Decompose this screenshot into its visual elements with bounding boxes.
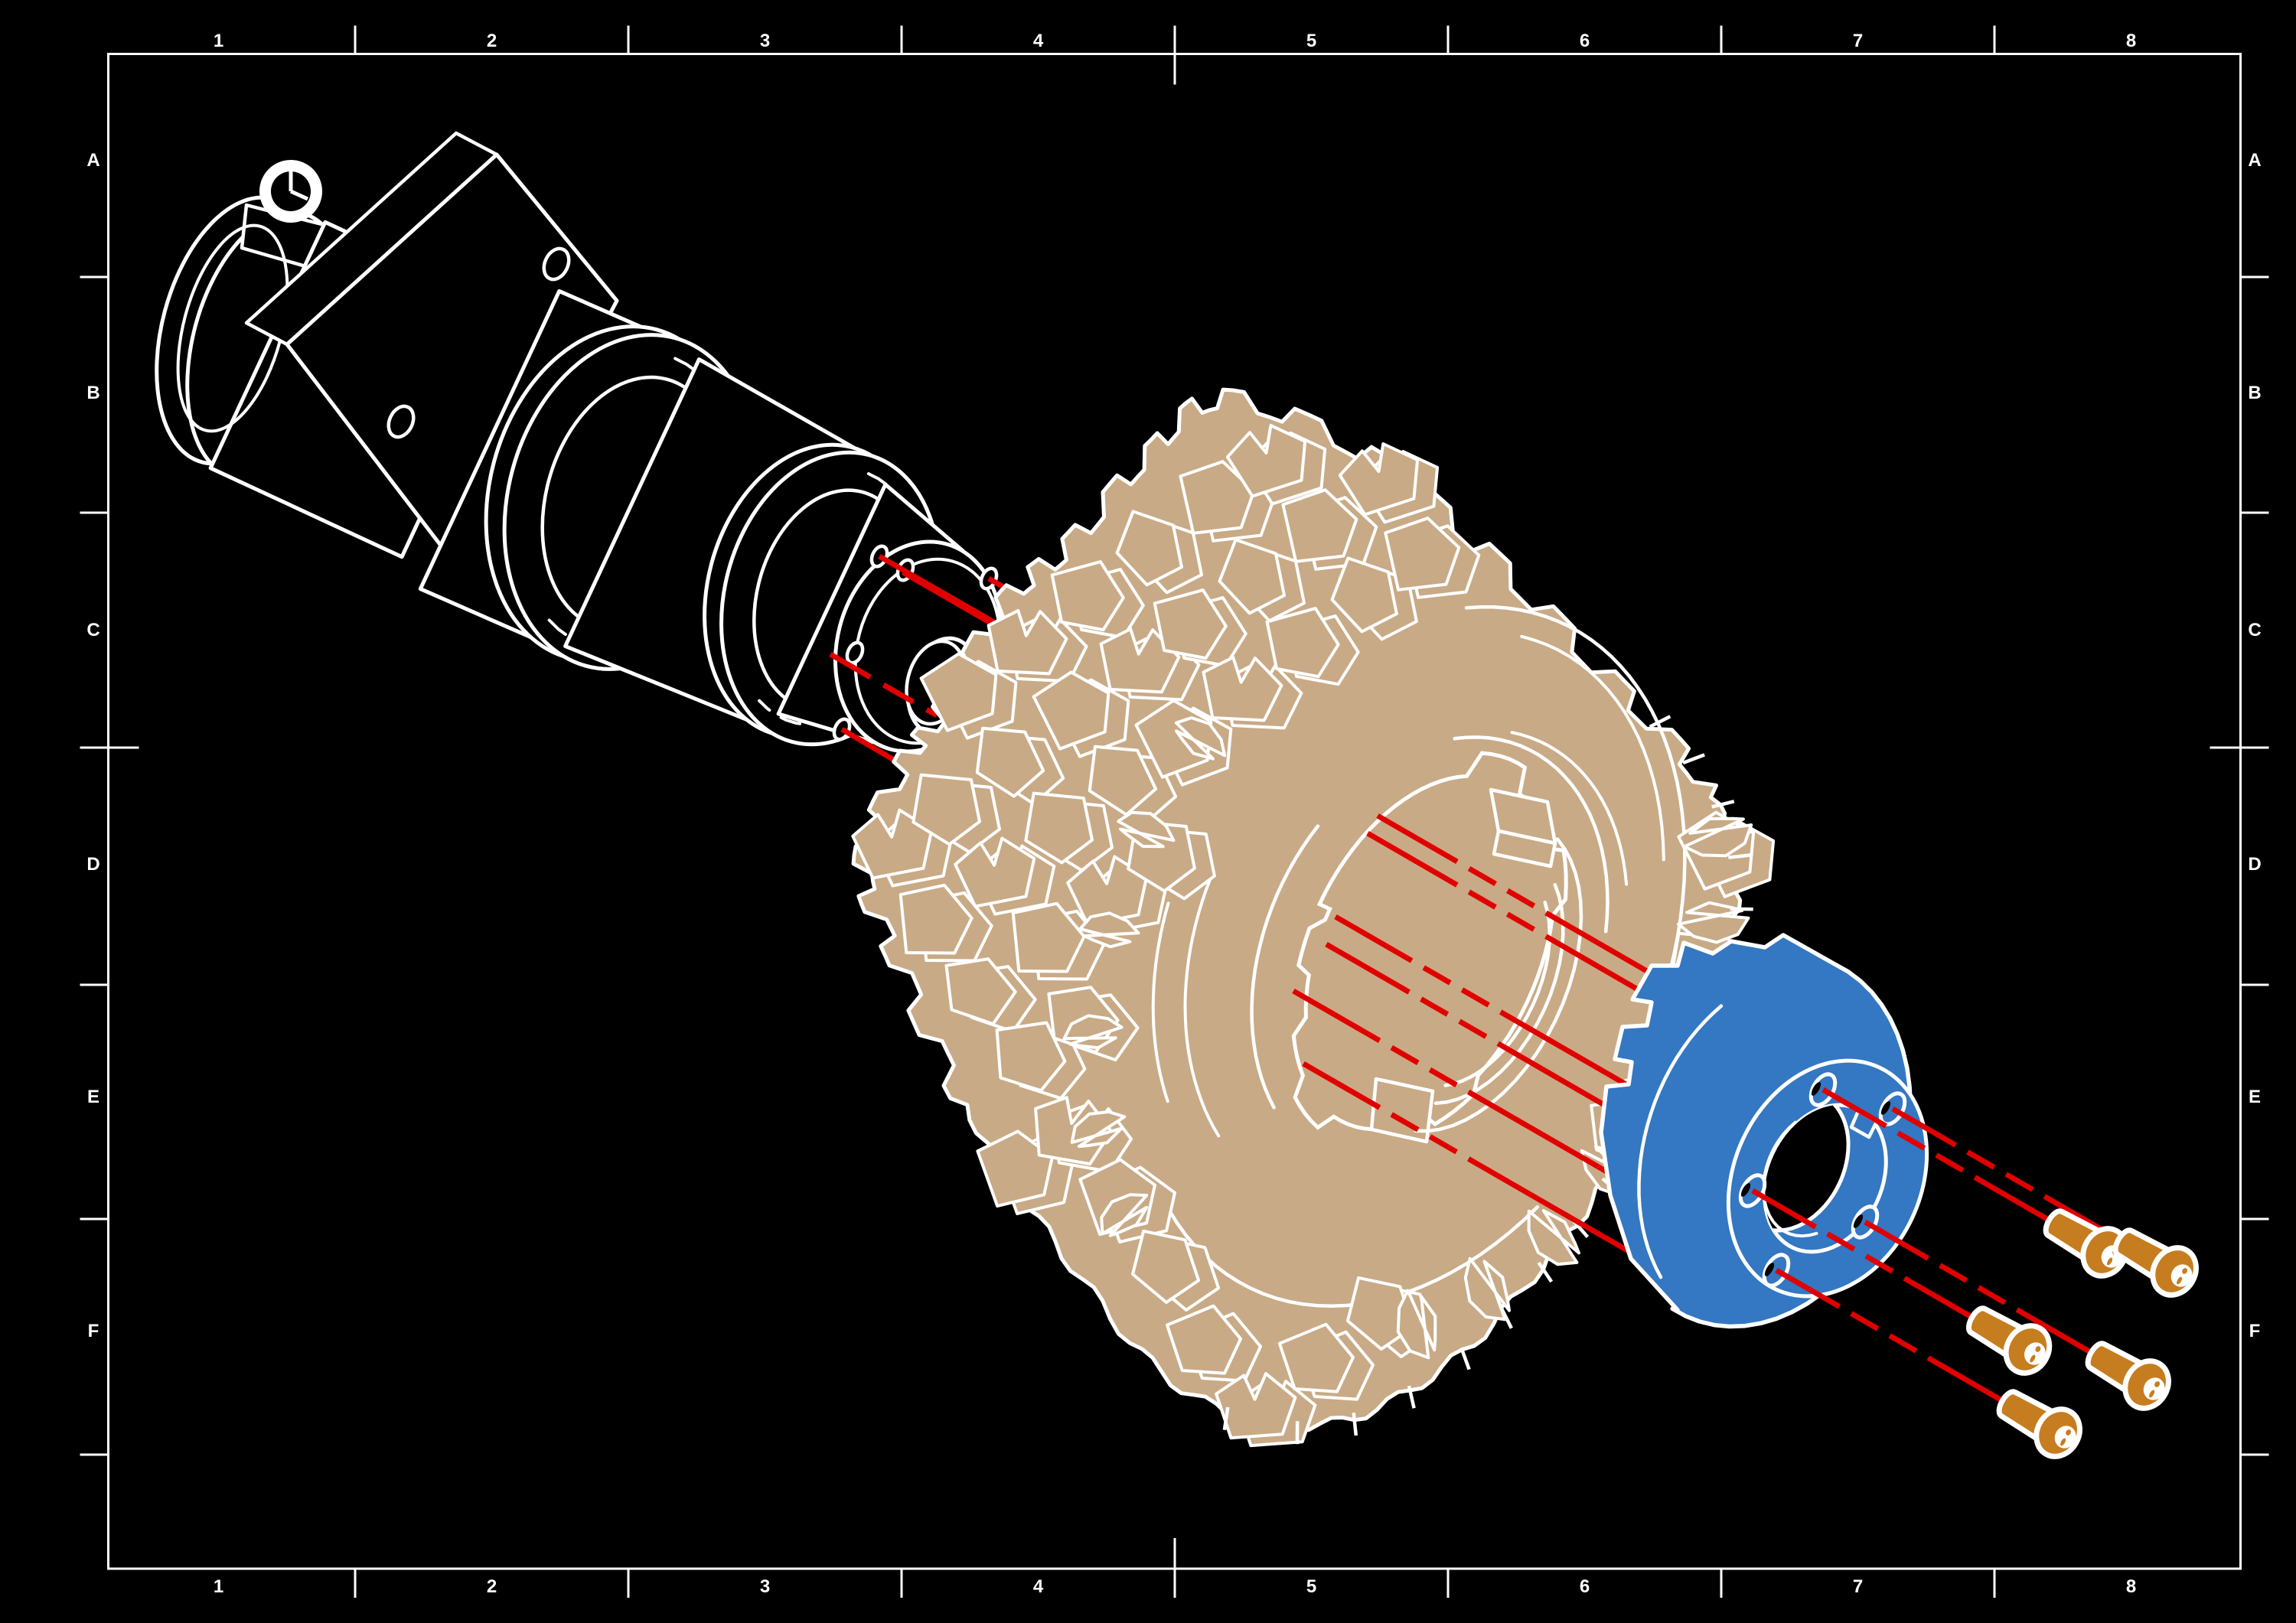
svg-text:6: 6	[1580, 31, 1590, 51]
svg-text:F: F	[88, 1321, 99, 1341]
svg-text:4: 4	[1033, 31, 1044, 51]
svg-text:D: D	[2248, 854, 2261, 875]
svg-text:B: B	[86, 383, 99, 403]
svg-text:4: 4	[1033, 1576, 1044, 1597]
svg-text:5: 5	[1306, 31, 1316, 51]
svg-text:7: 7	[1853, 1576, 1863, 1597]
svg-text:2: 2	[487, 1576, 497, 1597]
svg-text:B: B	[2248, 383, 2261, 403]
svg-text:D: D	[86, 854, 99, 875]
svg-text:C: C	[86, 620, 99, 640]
svg-text:3: 3	[760, 1576, 770, 1597]
svg-text:F: F	[2249, 1321, 2261, 1341]
svg-text:2: 2	[487, 31, 497, 51]
svg-text:8: 8	[2126, 31, 2136, 51]
svg-text:5: 5	[1306, 1576, 1316, 1597]
svg-text:1: 1	[214, 1576, 223, 1597]
svg-text:8: 8	[2126, 1576, 2136, 1597]
svg-text:6: 6	[1580, 1576, 1590, 1597]
svg-text:3: 3	[760, 31, 770, 51]
svg-text:7: 7	[1853, 31, 1863, 51]
svg-text:E: E	[2249, 1087, 2261, 1107]
svg-text:A: A	[2248, 150, 2261, 171]
svg-text:C: C	[2248, 620, 2261, 640]
svg-text:A: A	[86, 150, 99, 171]
svg-text:1: 1	[214, 31, 223, 51]
svg-text:E: E	[87, 1087, 99, 1107]
